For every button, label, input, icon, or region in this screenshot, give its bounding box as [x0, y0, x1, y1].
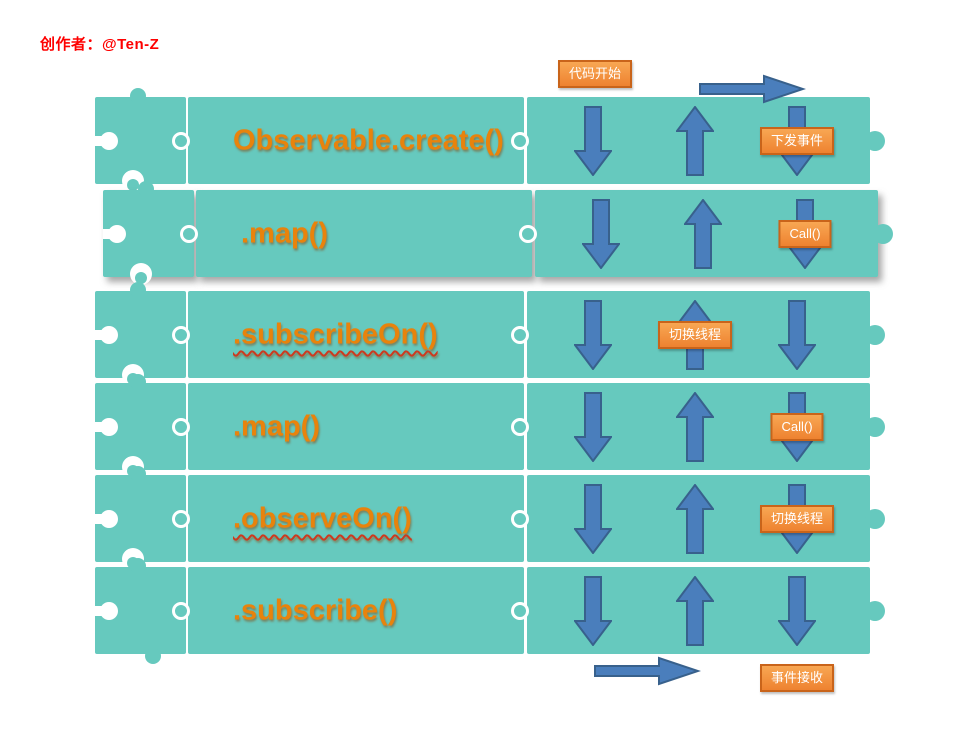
arrow-up-icon — [676, 106, 714, 176]
method-label: .observeOn() — [233, 502, 412, 534]
puzzle-tab-icon — [127, 179, 140, 191]
puzzle-knob-icon — [132, 563, 143, 571]
puzzle-knob-icon — [865, 416, 885, 437]
arrow-up-icon — [676, 576, 714, 646]
puzzle-joint-icon — [511, 509, 529, 528]
puzzle-hole-icon — [103, 228, 111, 239]
arrow-up-icon — [676, 484, 714, 554]
puzzle-piece-connector — [95, 374, 186, 478]
puzzle-piece-method: .subscribe() — [172, 567, 524, 654]
puzzle-knob-icon — [132, 471, 143, 479]
method-label: .subscribe() — [233, 594, 398, 626]
puzzle-joint-icon — [511, 417, 529, 436]
puzzle-joint-icon — [172, 325, 190, 344]
arrow-down-icon — [574, 484, 612, 554]
puzzle-piece-flow: 下发事件 — [511, 97, 885, 184]
author-credit: 创作者：@Ten-Z — [40, 36, 160, 53]
method-label: .subscribeOn() — [233, 318, 438, 350]
puzzle-hole-icon — [100, 325, 118, 344]
puzzle-piece-connector — [95, 558, 186, 664]
puzzle-joint-icon — [180, 224, 198, 243]
puzzle-piece-flow: 切换线程 — [511, 291, 885, 378]
puzzle-piece-method: .observeOn() — [172, 475, 524, 562]
puzzle-knob-icon — [132, 379, 143, 387]
arrow-right-top-icon — [699, 74, 806, 104]
event-receive-label: 事件接收 — [760, 664, 835, 692]
arrow-up-icon — [676, 392, 714, 462]
puzzle-hole-icon — [100, 417, 118, 436]
puzzle-hole-icon — [95, 513, 103, 524]
pipeline-row: Observable.create() 下发事件 — [95, 88, 885, 192]
arrow-down-icon — [574, 392, 612, 462]
flow-step-label: 切换线程 — [759, 504, 835, 533]
arrow-down-icon — [574, 106, 612, 176]
pipeline-row: .map() Call() — [103, 181, 893, 285]
puzzle-hole-icon — [100, 509, 118, 528]
arrow-up-icon — [684, 199, 722, 269]
puzzle-joint-icon — [172, 601, 190, 620]
puzzle-joint-icon — [172, 417, 190, 436]
arrow-down-icon — [778, 300, 816, 370]
puzzle-knob-icon — [865, 130, 885, 151]
puzzle-knob-icon — [873, 223, 893, 244]
puzzle-knob-icon — [865, 324, 885, 345]
puzzle-piece-method: .subscribeOn() — [172, 291, 524, 378]
arrow-down-icon — [582, 199, 620, 269]
method-label: .map() — [233, 410, 320, 442]
arrow-down-icon — [778, 576, 816, 646]
puzzle-tab-icon — [135, 272, 148, 284]
puzzle-hole-icon — [95, 135, 103, 146]
puzzle-joint-icon — [519, 224, 537, 243]
arrow-down-icon — [574, 576, 612, 646]
method-label: Observable.create() — [233, 124, 504, 156]
code-start-label: 代码开始 — [558, 60, 633, 88]
puzzle-knob-icon — [148, 650, 159, 658]
puzzle-knob-icon — [132, 287, 143, 295]
puzzle-piece-connector — [95, 466, 186, 570]
puzzle-piece-flow: Call() — [511, 383, 885, 470]
puzzle-joint-icon — [511, 601, 529, 620]
pipeline-row: .observeOn() 切换线程 — [95, 466, 885, 570]
puzzle-hole-icon — [100, 131, 118, 150]
puzzle-piece-connector — [103, 181, 194, 285]
puzzle-piece-connector — [95, 282, 186, 386]
puzzle-hole-icon — [100, 601, 118, 620]
puzzle-hole-icon — [95, 329, 103, 340]
puzzle-piece-method: Observable.create() — [172, 97, 524, 184]
puzzle-piece-method: .map() — [180, 190, 532, 277]
puzzle-piece-flow: 切换线程 — [511, 475, 885, 562]
arrow-down-icon — [574, 300, 612, 370]
flow-step-label: 下发事件 — [759, 126, 835, 155]
puzzle-hole-icon — [95, 421, 103, 432]
pipeline-row: .map() Call() — [95, 374, 885, 478]
puzzle-joint-icon — [172, 509, 190, 528]
puzzle-piece-method: .map() — [172, 383, 524, 470]
puzzle-hole-icon — [95, 605, 103, 616]
puzzle-joint-icon — [511, 325, 529, 344]
arrow-right-bottom-icon — [594, 656, 701, 686]
puzzle-joint-icon — [172, 131, 190, 150]
puzzle-piece-flow: Call() — [519, 190, 893, 277]
method-label: .map() — [241, 217, 328, 249]
flow-step-label: Call() — [778, 219, 832, 248]
puzzle-knob-icon — [140, 186, 151, 194]
puzzle-knob-icon — [865, 508, 885, 529]
puzzle-knob-icon — [132, 93, 143, 101]
pipeline-row: .subscribe() — [95, 558, 885, 664]
pipeline-row: .subscribeOn() 切换线程 — [95, 282, 885, 386]
flow-step-label: Call() — [770, 412, 824, 441]
puzzle-joint-icon — [511, 131, 529, 150]
puzzle-knob-icon — [865, 600, 885, 621]
flow-step-label: 切换线程 — [657, 320, 733, 349]
puzzle-hole-icon — [108, 224, 126, 243]
puzzle-piece-flow — [511, 567, 885, 654]
